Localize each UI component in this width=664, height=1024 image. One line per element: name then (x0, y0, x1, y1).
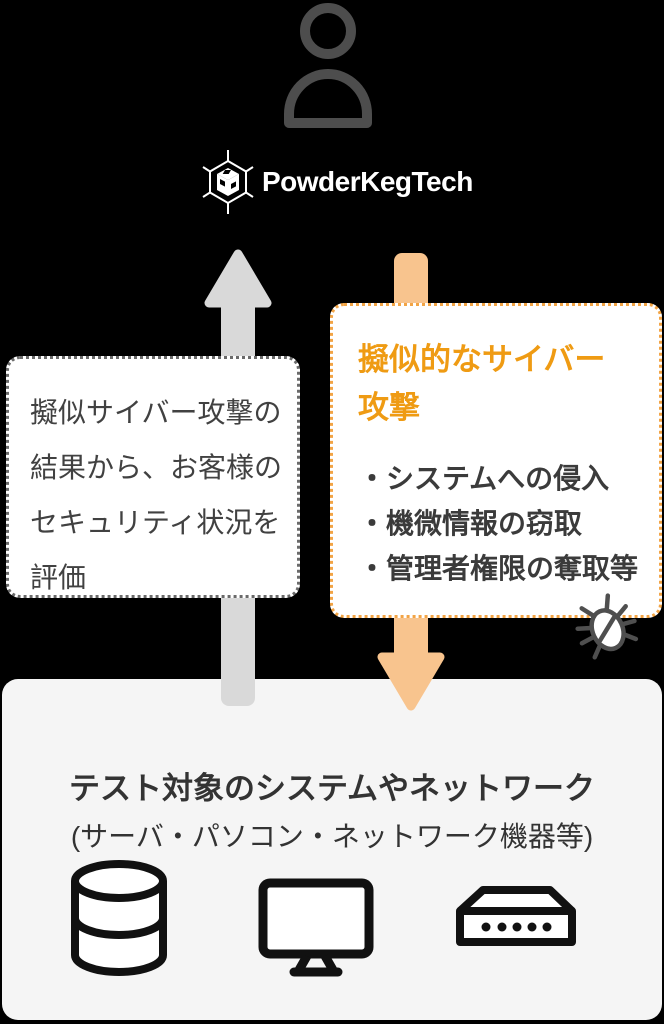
database-icon (71, 860, 167, 976)
attack-box: 擬似的なサイバー 攻撃 ・システムへの侵入 ・機微情報の窃取 ・管理者権限の奪取… (330, 303, 662, 618)
attack-bullet: ・管理者権限の奪取等 (358, 553, 639, 584)
attack-box-title: 擬似的なサイバー (358, 342, 606, 377)
powderkegtech-logo-text: PowderKegTech (262, 166, 473, 197)
evaluation-text-line: 擬似サイバー攻撃の (30, 397, 282, 428)
target-panel-subtitle: (サーバ・パソコン・ネットワーク機器等) (70, 821, 594, 852)
attack-bullet-list: ・システムへの侵入 ・機微情報の窃取 ・管理者権限の奪取等 (358, 456, 659, 591)
attack-bullet: ・システムへの侵入 (358, 463, 610, 494)
bug-icon (575, 593, 639, 660)
evaluation-text-line: セキュリティ状況を (30, 507, 281, 538)
evaluation-box: 擬似サイバー攻撃の 結果から、お客様の セキュリティ状況を 評価 (6, 356, 300, 598)
user-icon (284, 3, 372, 128)
target-systems-panel: テスト対象のシステムやネットワーク (サーバ・パソコン・ネットワーク機器等) (2, 679, 662, 1020)
target-panel-title: テスト対象のシステムやネットワーク (68, 771, 596, 806)
attack-bullet: ・機微情報の窃取 (358, 508, 583, 539)
evaluation-text-line: 結果から、お客様の (30, 452, 283, 483)
powderkegtech-logo: PowderKegTech (202, 148, 473, 216)
powderkegtech-logo-icon (202, 150, 254, 214)
attack-box-title: 攻撃 (358, 390, 420, 425)
evaluation-text-line: 評価 (30, 562, 87, 593)
monitor-icon (258, 878, 374, 977)
network-device-icon (456, 886, 576, 946)
